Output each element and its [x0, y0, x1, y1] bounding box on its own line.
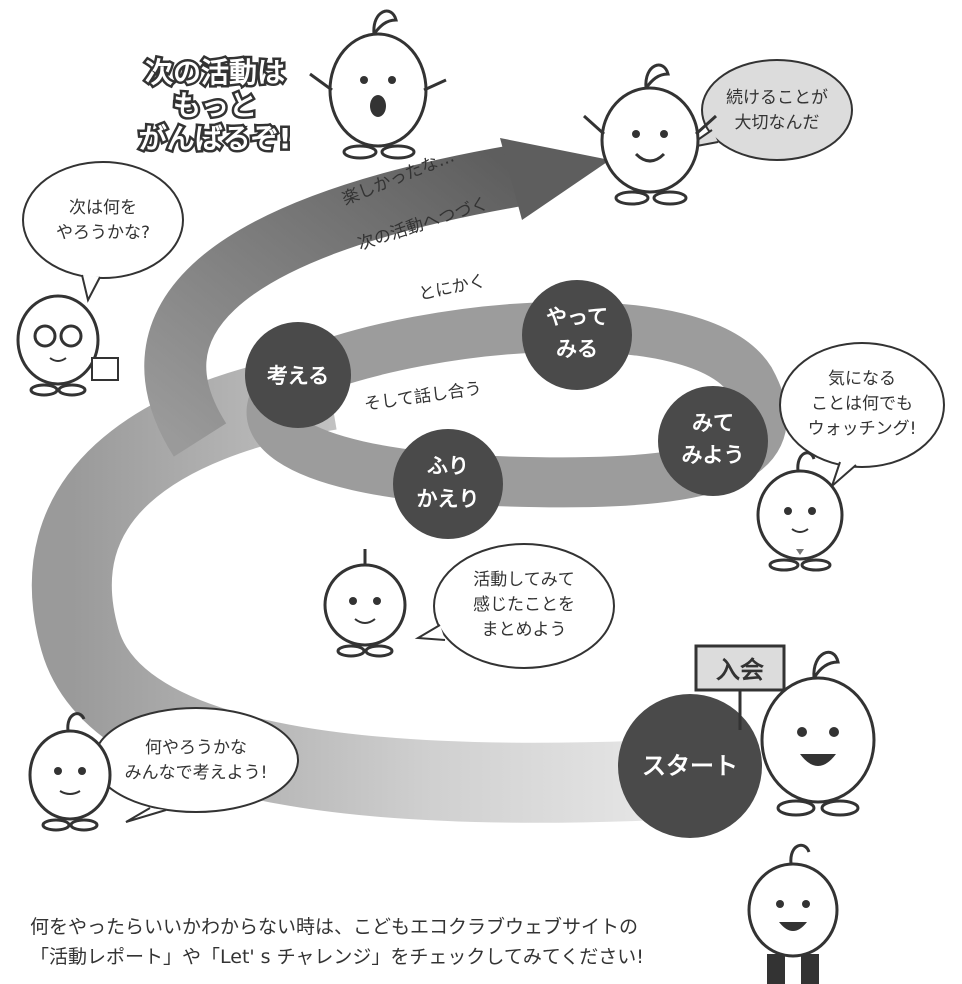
shout-text: 次の活動は もっと がんばるぞ! [136, 54, 294, 158]
mascot-bottom [747, 843, 839, 984]
svg-text:スタート: スタート [642, 752, 738, 780]
svg-text:気になる: 気になる [828, 369, 896, 389]
arrow-head [500, 138, 610, 220]
step-furikaeri: ふり かえり [393, 429, 503, 539]
mascot-reflecting [323, 549, 407, 658]
svg-text:活動してみて: 活動してみて [473, 570, 575, 590]
label-soshite: そして話し合う [363, 379, 483, 415]
bubble-ki-ni-naru: 気になる ことは何でも ウォッチング! [779, 342, 945, 490]
svg-text:次の活動は: 次の活動は [145, 56, 285, 89]
footer-line-2: 「活動レポート」や「Let' s チャレンジ」をチェックしてみてください! [30, 946, 644, 968]
spiral-rising-arrow [144, 144, 526, 457]
svg-text:みよう: みよう [682, 443, 745, 467]
bubble-tsugi-wa: 次は何を やろうかな? [22, 161, 184, 303]
mascot-watching [756, 451, 844, 572]
svg-text:続けることが: 続けることが [726, 88, 828, 108]
svg-text:みる: みる [556, 337, 598, 361]
bubble-tsuzukeru: 続けることが 大切なんだ [685, 59, 853, 161]
step-yattemiru: やって みる [522, 280, 632, 390]
footer-line-1: 何をやったらいいかわからない時は、こどもエコクラブウェブサイトの [30, 916, 639, 938]
bubble-katsudou-shite: 活動してみて 感じたことを まとめよう [414, 543, 615, 669]
svg-text:もっと: もっと [173, 89, 257, 122]
svg-text:やって: やって [546, 305, 608, 329]
svg-text:ウォッチング!: ウォッチング! [808, 419, 917, 439]
footer-note: 何をやったらいいかわからない時は、こどもエコクラブウェブサイトの 「活動レポート… [30, 912, 730, 972]
mascot-join [760, 650, 876, 817]
mascot-glasses [16, 294, 119, 397]
svg-text:考える: 考える [267, 364, 329, 388]
step-kangaeru: 考える [245, 322, 351, 428]
mascot-shouting [309, 9, 447, 160]
svg-text:みんなで考えよう!: みんなで考えよう! [125, 763, 268, 783]
svg-text:みて: みて [692, 411, 734, 435]
join-sign: 入会 [694, 644, 786, 730]
step-mitemiyou: みて みよう [658, 386, 768, 496]
svg-text:大切なんだ: 大切なんだ [735, 113, 820, 133]
step-start: スタート [618, 694, 762, 838]
mascot-happy [582, 63, 718, 206]
svg-text:感じたことを: 感じたことを [473, 595, 575, 615]
svg-text:次は何を: 次は何を [69, 198, 137, 218]
mascot-thinking [28, 712, 112, 832]
bubble-nani-yarou: 何やろうかな みんなで考えよう! [93, 707, 299, 823]
svg-text:まとめよう: まとめよう [482, 620, 567, 640]
svg-text:やろうかな?: やろうかな? [56, 223, 150, 243]
svg-text:何やろうかな: 何やろうかな [145, 738, 247, 758]
svg-text:入会: 入会 [716, 656, 764, 684]
svg-text:ふり: ふり [427, 454, 469, 478]
svg-text:ことは何でも: ことは何でも [811, 394, 913, 414]
svg-text:がんばるぞ!: がんばるぞ! [139, 122, 292, 155]
label-totonikaku: とにかく [417, 271, 488, 305]
svg-text:かえり: かえり [417, 487, 480, 511]
